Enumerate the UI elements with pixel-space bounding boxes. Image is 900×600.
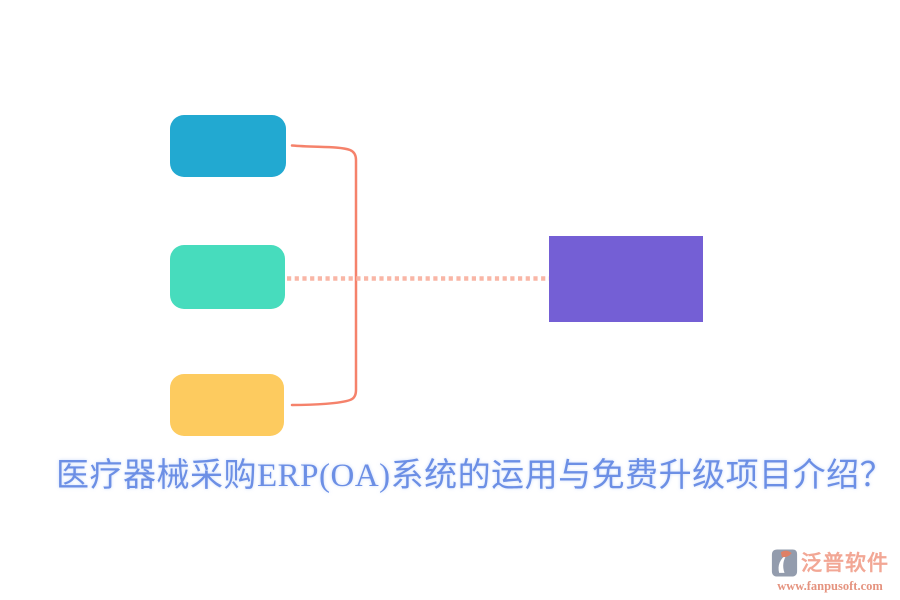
footer-logo: 泛普软件 www.fanpusoft.com: [771, 548, 889, 594]
diagram-node-top: [170, 115, 286, 177]
diagram-node-middle: [170, 245, 285, 309]
page-title: 医疗器械采购ERP(OA)系统的运用与免费升级项目介绍？: [56, 458, 894, 494]
logo-url-text: www.fanpusoft.com: [777, 579, 883, 593]
bracket-connector-line: [290, 144, 358, 407]
diagram-node-bottom: [170, 374, 284, 436]
fanpu-logo-icon: [771, 548, 798, 578]
logo-brand-text: 泛普软件: [801, 550, 889, 575]
diagram-node-result: [549, 236, 703, 322]
